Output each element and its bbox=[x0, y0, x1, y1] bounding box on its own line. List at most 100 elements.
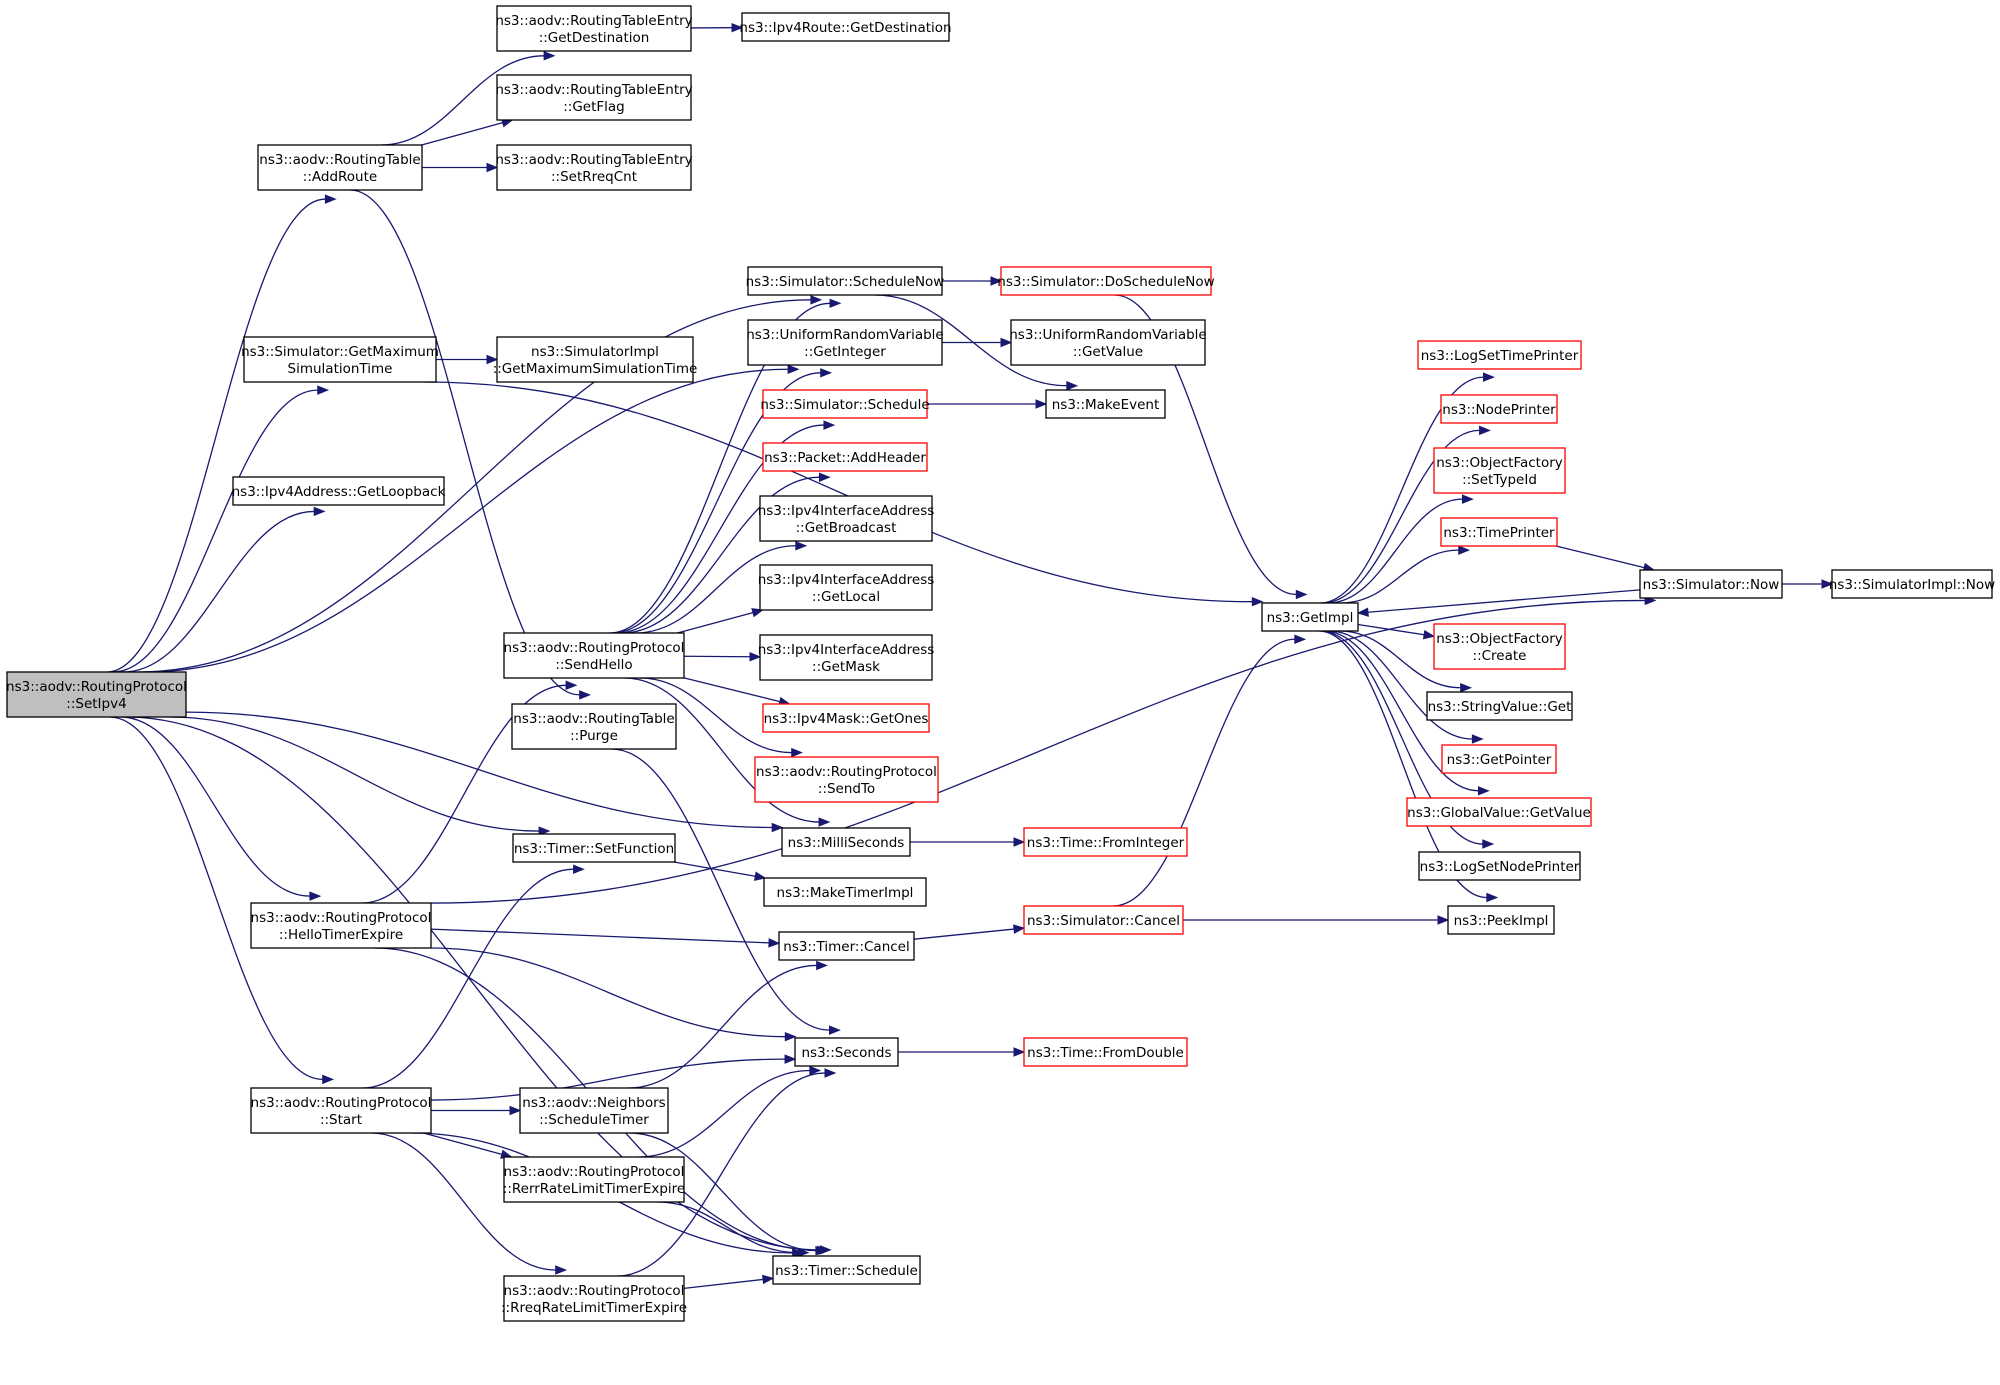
node-iia_getmask[interactable]: ns3::Ipv4InterfaceAddress::GetMask bbox=[758, 634, 935, 681]
node-box bbox=[1639, 569, 1783, 599]
call-edge-setipv4-to-addroute bbox=[106, 194, 337, 673]
node-packet_addheader[interactable]: ns3::Packet::AddHeader bbox=[762, 442, 928, 472]
node-getimpl[interactable]: ns3::GetImpl bbox=[1261, 602, 1359, 632]
node-label-line: ns3::GlobalValue::GetValue bbox=[1407, 805, 1591, 821]
node-sim_doschedulenow[interactable]: ns3::Simulator::DoScheduleNow bbox=[997, 266, 1215, 296]
node-rreqratelimit[interactable]: ns3::aodv::RoutingProtocol::RreqRateLimi… bbox=[501, 1275, 687, 1322]
node-nodeprinter[interactable]: ns3::NodePrinter bbox=[1440, 394, 1558, 424]
node-ipv4route_getdest[interactable]: ns3::Ipv4Route::GetDestination bbox=[739, 12, 952, 42]
node-urv_getinteger[interactable]: ns3::UniformRandomVariable::GetInteger bbox=[746, 319, 944, 366]
node-box bbox=[1440, 517, 1558, 547]
call-edge-setipv4-to-start bbox=[109, 716, 335, 1085]
node-ipv4mask_getones[interactable]: ns3::Ipv4Mask::GetOnes bbox=[762, 703, 930, 733]
node-rte_setrreqcnt[interactable]: ns3::aodv::RoutingTableEntry::SetRreqCnt bbox=[495, 144, 693, 191]
node-label-line: ::ScheduleTimer bbox=[539, 1112, 649, 1128]
call-edge-purge-to-seconds bbox=[611, 748, 841, 1035]
call-edge-setipv4-to-hellotimerexpire bbox=[120, 716, 322, 901]
node-sim_now[interactable]: ns3::Simulator::Now bbox=[1639, 569, 1783, 599]
call-edge-rte_getdestination-to-ipv4route_getdest bbox=[690, 22, 744, 33]
node-box bbox=[519, 1087, 669, 1134]
node-label-line: ::GetDestination bbox=[539, 30, 650, 46]
node-rerrratelimit[interactable]: ns3::aodv::RoutingProtocol::RerrRateLimi… bbox=[503, 1156, 685, 1203]
node-timer_setfunction[interactable]: ns3::Timer::SetFunction bbox=[512, 833, 676, 863]
call-edge-sendhello-to-ipv4mask_getones bbox=[683, 677, 791, 707]
node-rte_getdestination[interactable]: ns3::aodv::RoutingTableEntry::GetDestina… bbox=[495, 5, 693, 52]
node-label-line: ns3::Timer::SetFunction bbox=[514, 841, 674, 857]
node-rte_getflag[interactable]: ns3::aodv::RoutingTableEntry::GetFlag bbox=[495, 74, 693, 121]
node-logsetnodeprinter[interactable]: ns3::LogSetNodePrinter bbox=[1418, 851, 1581, 881]
call-edge-sim_schedulenow-to-sim_doschedulenow bbox=[942, 276, 1003, 286]
node-hellotimerexpire[interactable]: ns3::aodv::RoutingProtocol::HelloTimerEx… bbox=[250, 902, 432, 949]
node-time_fromdouble[interactable]: ns3::Time::FromDouble bbox=[1023, 1037, 1188, 1067]
node-getloopback[interactable]: ns3::Ipv4Address::GetLoopback bbox=[232, 476, 446, 506]
node-sim_schedule[interactable]: ns3::Simulator::Schedule bbox=[760, 389, 930, 419]
node-box bbox=[1441, 744, 1557, 774]
node-setipv4[interactable]: ns3::aodv::RoutingProtocol::SetIpv4 bbox=[6, 671, 187, 718]
node-label-line: ::SendTo bbox=[818, 781, 875, 797]
node-box bbox=[1440, 394, 1558, 424]
node-label-line: ::GetMaximumSimulationTime bbox=[493, 361, 698, 377]
node-box bbox=[1418, 851, 1581, 881]
call-edge-getimpl-to-nodeprinter bbox=[1322, 425, 1491, 604]
node-makeevent[interactable]: ns3::MakeEvent bbox=[1045, 389, 1166, 419]
node-label-line: ns3::TimePrinter bbox=[1443, 525, 1555, 541]
node-peekimpl[interactable]: ns3::PeekImpl bbox=[1447, 905, 1555, 935]
node-iia_getlocal[interactable]: ns3::Ipv4InterfaceAddress::GetLocal bbox=[758, 564, 935, 611]
node-start[interactable]: ns3::aodv::RoutingProtocol::Start bbox=[250, 1087, 432, 1134]
call-edge-getimpl-to-of_settypeid bbox=[1328, 494, 1474, 604]
node-box bbox=[1831, 569, 1993, 599]
node-purge[interactable]: ns3::aodv::RoutingTable::Purge bbox=[511, 703, 677, 750]
node-urv_getvalue[interactable]: ns3::UniformRandomVariable::GetValue bbox=[1009, 319, 1207, 366]
node-sendhello[interactable]: ns3::aodv::RoutingProtocol::SendHello bbox=[503, 632, 685, 679]
node-addroute[interactable]: ns3::aodv::RoutingTable::AddRoute bbox=[257, 144, 423, 191]
node-timeprinter[interactable]: ns3::TimePrinter bbox=[1440, 517, 1558, 547]
node-label-line: ::Create bbox=[1473, 648, 1527, 664]
node-maketimerimpl[interactable]: ns3::MakeTimerImpl bbox=[763, 877, 927, 907]
call-edge-getimpl-to-logsettimeprinter bbox=[1320, 372, 1495, 604]
node-label-line: ns3::Time::FromInteger bbox=[1027, 835, 1185, 851]
call-edge-start-to-rreqratelimit bbox=[371, 1132, 568, 1275]
call-edge-hellotimerexpire-to-seconds bbox=[430, 947, 797, 1042]
node-label-line: ns3::Simulator::ScheduleNow bbox=[746, 274, 945, 290]
node-box bbox=[257, 144, 423, 191]
node-box bbox=[496, 74, 692, 121]
node-of_create[interactable]: ns3::ObjectFactory::Create bbox=[1433, 623, 1566, 670]
node-neighbors_scheduletimer[interactable]: ns3::aodv::Neighbors::ScheduleTimer bbox=[519, 1087, 669, 1134]
call-edge-addroute-to-purge bbox=[350, 189, 591, 700]
node-timer_schedule[interactable]: ns3::Timer::Schedule bbox=[772, 1255, 921, 1285]
node-label-line: ns3::ObjectFactory bbox=[1436, 455, 1563, 471]
node-box bbox=[1023, 1037, 1188, 1067]
node-label-line: ns3::Ipv4Address::GetLoopback bbox=[232, 484, 446, 500]
node-box bbox=[250, 1087, 432, 1134]
node-box bbox=[778, 931, 915, 961]
node-simimpl_now[interactable]: ns3::SimulatorImpl::Now bbox=[1829, 569, 1995, 599]
call-edge-sim_now-to-getimpl bbox=[1356, 589, 1641, 617]
node-box bbox=[243, 336, 437, 383]
node-iia_getbroadcast[interactable]: ns3::Ipv4InterfaceAddress::GetBroadcast bbox=[758, 495, 935, 542]
node-simimpl_getmax[interactable]: ns3::SimulatorImpl::GetMaximumSimulation… bbox=[493, 336, 698, 383]
node-label-line: SimulationTime bbox=[288, 361, 393, 377]
node-label-line: ns3::aodv::RoutingProtocol bbox=[756, 764, 937, 780]
node-stringvalue_get[interactable]: ns3::StringValue::Get bbox=[1426, 691, 1573, 721]
call-edge-sendhello-to-milliseconds bbox=[624, 677, 831, 827]
call-edge-setipv4-to-sim_schedulenow bbox=[137, 295, 823, 673]
node-milliseconds[interactable]: ns3::MilliSeconds bbox=[781, 827, 911, 857]
node-logsettimeprinter[interactable]: ns3::LogSetTimePrinter bbox=[1417, 340, 1582, 370]
node-label-line: ns3::Timer::Cancel bbox=[783, 939, 909, 955]
node-getpointer[interactable]: ns3::GetPointer bbox=[1441, 744, 1557, 774]
node-of_settypeid[interactable]: ns3::ObjectFactory::SetTypeId bbox=[1433, 447, 1566, 494]
node-label-line: ::GetInteger bbox=[804, 344, 886, 360]
node-time_frominteger[interactable]: ns3::Time::FromInteger bbox=[1023, 827, 1188, 857]
node-getmaxsimtime[interactable]: ns3::Simulator::GetMaximumSimulationTime bbox=[241, 336, 439, 383]
node-box bbox=[1261, 602, 1359, 632]
node-globalvalue_getvalue[interactable]: ns3::GlobalValue::GetValue bbox=[1406, 797, 1592, 827]
node-sim_cancel[interactable]: ns3::Simulator::Cancel bbox=[1023, 905, 1184, 935]
node-sim_schedulenow[interactable]: ns3::Simulator::ScheduleNow bbox=[746, 266, 945, 296]
call-edge-getimpl-to-peekimpl bbox=[1318, 630, 1499, 903]
node-box bbox=[1045, 389, 1166, 419]
node-timer_cancel[interactable]: ns3::Timer::Cancel bbox=[778, 931, 915, 961]
node-seconds[interactable]: ns3::Seconds bbox=[794, 1037, 899, 1067]
node-label-line: ns3::Ipv4InterfaceAddress bbox=[758, 572, 935, 588]
node-rp_sendto[interactable]: ns3::aodv::RoutingProtocol::SendTo bbox=[754, 756, 939, 803]
